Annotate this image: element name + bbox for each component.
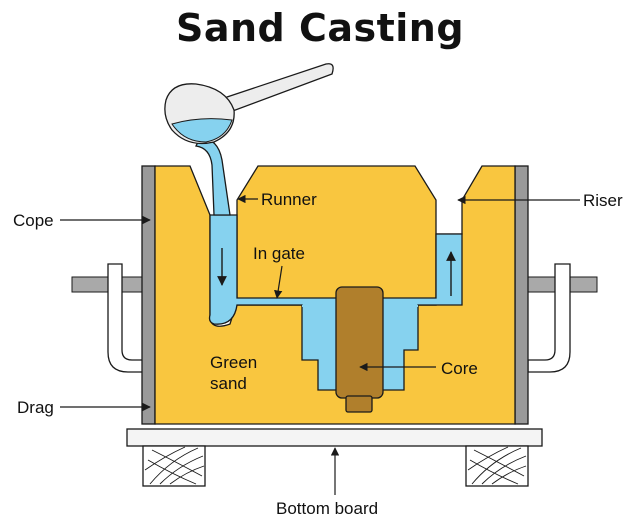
bottom-board: [126, 428, 543, 447]
core-label: Core: [441, 359, 478, 378]
bottom-board-label: Bottom board: [276, 499, 379, 518]
left-side-bar: [71, 276, 143, 293]
ladle: [164, 63, 334, 145]
right-wood-block: [465, 445, 529, 487]
in-gate-label: In gate: [253, 244, 305, 263]
runner-label: Runner: [261, 190, 317, 209]
drag-label: Drag: [17, 398, 54, 417]
core-print: [345, 395, 373, 413]
green-sand-label-line1: Green: [210, 353, 258, 372]
green-sand-label-line2: sand: [210, 374, 247, 393]
core: [335, 286, 384, 399]
cope-block: [236, 165, 437, 306]
left-wood-block: [142, 445, 206, 487]
cope-label: Cope: [13, 211, 54, 230]
in-gate-leader: [274, 265, 283, 299]
right-flask-wall: [514, 165, 529, 425]
riser-label: Riser: [583, 191, 623, 210]
left-flask-wall: [141, 165, 156, 425]
diagram-title: Sand Casting: [175, 6, 465, 50]
